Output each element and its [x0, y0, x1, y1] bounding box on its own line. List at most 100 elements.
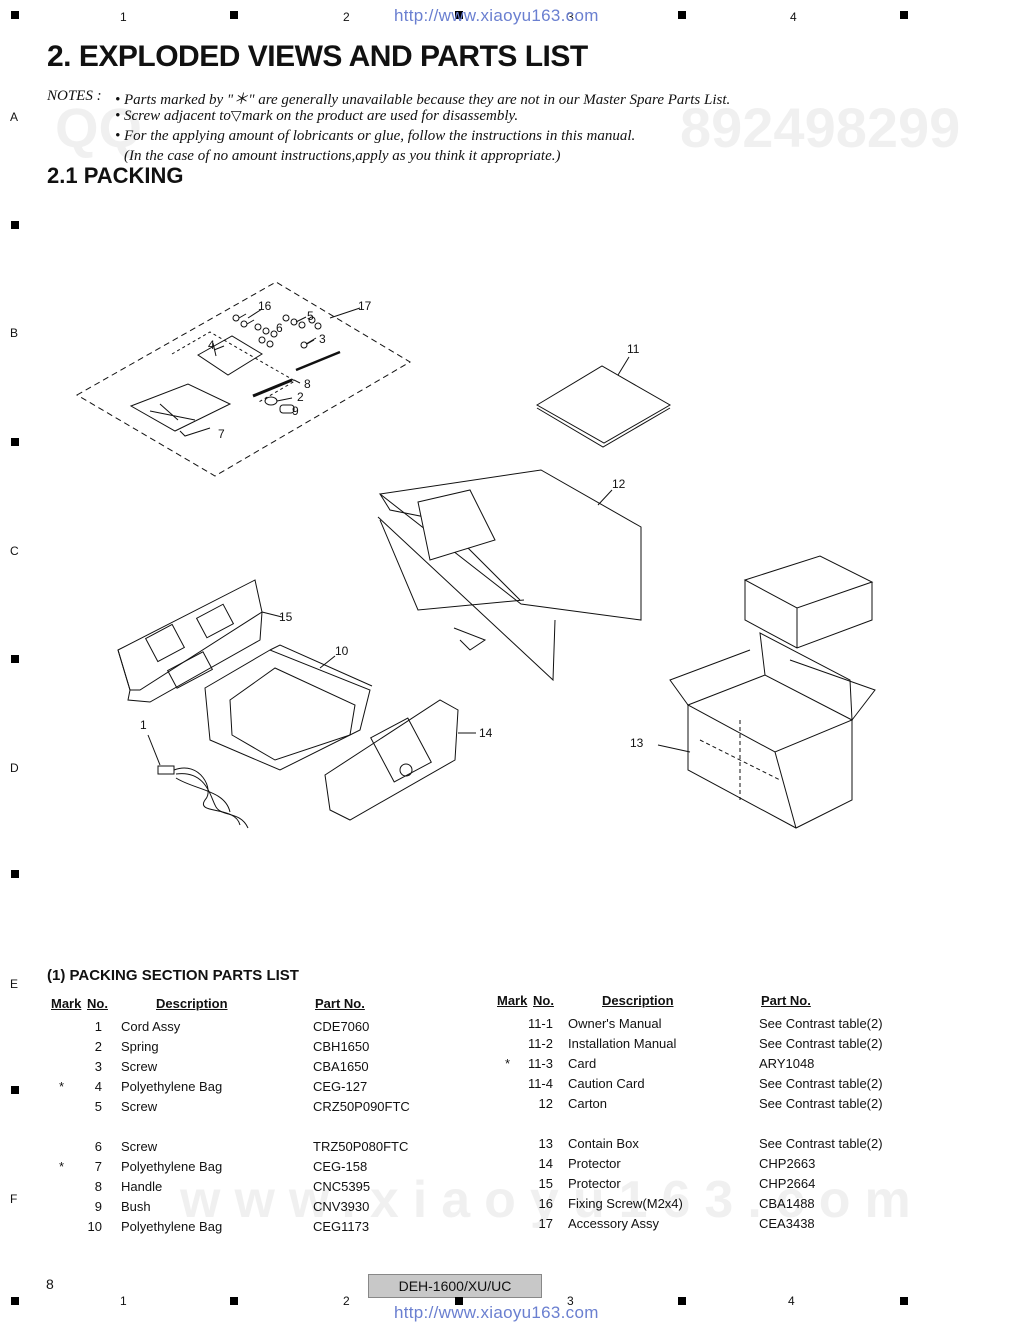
column-number: 1: [120, 1294, 127, 1308]
part-code: CEA3438: [759, 1216, 815, 1231]
part-number: 14: [538, 1156, 553, 1171]
row-mark: [11, 870, 19, 878]
poly-bag-4: [197, 335, 263, 376]
callout-label: 6: [276, 321, 283, 335]
row-mark: [11, 221, 19, 229]
part-description: Fixing Screw(M2x4): [568, 1196, 683, 1211]
triangle-mark-icon: ▽: [230, 109, 242, 124]
part-number: 11-2: [527, 1036, 553, 1051]
part-code: CHP2664: [759, 1176, 816, 1191]
part-code: CEG-127: [313, 1079, 368, 1094]
carton-12: [377, 469, 642, 682]
row-letter: E: [10, 977, 19, 991]
column-mark: [455, 11, 463, 19]
column-mark: [900, 1297, 908, 1305]
part-code: CNV3930: [313, 1199, 370, 1214]
column-mark: [678, 11, 686, 19]
callout-label: 7: [218, 427, 225, 441]
screws-cluster: [232, 313, 322, 349]
part-description: Polyethylene Bag: [121, 1079, 223, 1094]
column-number: 4: [788, 1294, 795, 1308]
callout-label: 3: [319, 332, 326, 346]
part-number: 8: [94, 1179, 102, 1194]
part-code: CNC5395: [313, 1179, 371, 1194]
part-description: Protector: [568, 1176, 621, 1191]
section-title: 2.1 PACKING: [47, 163, 184, 188]
part-description: Polyethylene Bag: [121, 1219, 223, 1234]
part-code: See Contrast table(2): [759, 1096, 883, 1111]
part-description: Cord Assy: [121, 1019, 181, 1034]
row-mark: [11, 1086, 19, 1094]
watermark: QQ: [55, 96, 143, 159]
header-mark: Mark: [497, 993, 528, 1008]
part-code: CHP2663: [759, 1156, 816, 1171]
part-mark: *: [505, 1056, 511, 1071]
callout-label: 10: [335, 644, 349, 658]
cord-assy-1: [147, 734, 249, 829]
part-number: 6: [94, 1139, 102, 1154]
part-description: Carton: [568, 1096, 608, 1111]
callout-label: 1: [140, 718, 147, 732]
row-mark: [11, 655, 19, 663]
part-description: Bush: [121, 1199, 151, 1214]
part-code: See Contrast table(2): [759, 1136, 883, 1151]
header-description: Description: [602, 993, 674, 1008]
poly-bag-unit-10: [204, 644, 373, 771]
accessory-bag-outline: [76, 281, 411, 477]
column-number: 4: [790, 10, 797, 24]
note-line-4: (In the case of no amount instructions,a…: [124, 148, 561, 164]
callout-label: 2: [297, 390, 304, 404]
corner-mark: [11, 1297, 19, 1305]
part-number: 15: [538, 1176, 553, 1191]
part-code: CEG-158: [313, 1159, 368, 1174]
row-letter: F: [10, 1192, 18, 1206]
page-title: 2. EXPLODED VIEWS AND PARTS LIST: [47, 40, 588, 73]
callout-label: 12: [612, 477, 626, 491]
callout-label: 8: [304, 377, 311, 391]
packing-exploded-diagram: 16 17 5 6 3 4 8 2 9 7 11 12 15 10 1 14 1…: [76, 281, 876, 829]
watermark: www.xiaoyu163.com: [180, 1171, 925, 1229]
callout-label: 16: [258, 299, 272, 313]
column-number: 2: [343, 1294, 350, 1308]
header-no: No.: [87, 996, 108, 1011]
part-number: 13: [538, 1136, 553, 1151]
note-line-3: • For the applying amount of lobricants …: [115, 128, 636, 144]
callout-label: 4: [208, 338, 215, 352]
column-mark: [230, 1297, 238, 1305]
part-code: CBA1650: [313, 1059, 369, 1074]
column-mark: [900, 11, 908, 19]
corner-mark: [11, 11, 19, 19]
part-description: Accessory Assy: [568, 1216, 660, 1231]
callout-label: 17: [358, 299, 372, 313]
header-url[interactable]: http://www.xiaoyu163.com: [394, 6, 599, 25]
column-number: 2: [343, 10, 350, 24]
handle-8: [295, 350, 341, 372]
notes-label-text: NOTES :: [47, 88, 102, 104]
column-mark: [678, 1297, 686, 1305]
callout-label: 13: [630, 736, 644, 750]
poly-bag-7: [129, 383, 232, 432]
part-mark: *: [59, 1159, 65, 1174]
part-mark: *: [59, 1079, 65, 1094]
note-line-2: • Screw adjacent to▽mark on the product …: [115, 108, 518, 125]
footer-url[interactable]: http://www.xiaoyu163.com: [394, 1303, 599, 1322]
part-number: 2: [94, 1039, 102, 1054]
part-description: Card: [568, 1056, 597, 1071]
part-description: Contain Box: [568, 1136, 639, 1151]
part-number: 11-4: [527, 1076, 553, 1091]
header-no: No.: [533, 993, 554, 1008]
part-number: 17: [538, 1216, 553, 1231]
protector-14: [324, 699, 476, 821]
part-number: 3: [94, 1059, 102, 1074]
part-number: 5: [94, 1099, 102, 1114]
part-code: CDE7060: [313, 1019, 370, 1034]
part-description: Polyethylene Bag: [121, 1159, 223, 1174]
callout-label: 5: [307, 309, 314, 323]
parts-list-title: (1) PACKING SECTION PARTS LIST: [47, 967, 299, 984]
row-letter: D: [10, 761, 19, 775]
part-description: Screw: [121, 1139, 158, 1154]
protector-15: [117, 579, 283, 703]
part-code: CRZ50P090FTC: [313, 1099, 410, 1114]
part-code: ARY1048: [759, 1056, 815, 1071]
notes-label: NOTES :: [47, 88, 102, 105]
